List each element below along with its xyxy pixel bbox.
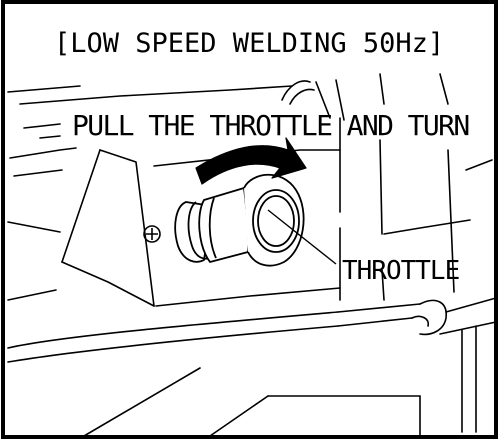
throttle-knob [174, 173, 305, 267]
diagram-title: [LOW SPEED WELDING 50Hz] [54, 28, 445, 59]
machine-outline [7, 73, 497, 437]
instruction-text: PULL THE THROTTLE AND TURN [72, 109, 470, 142]
throttle-callout-label: THROTTLE [342, 256, 460, 286]
callout-leader-line [267, 209, 337, 265]
curved-arrow-icon [195, 137, 307, 185]
screw-icon [143, 225, 161, 243]
